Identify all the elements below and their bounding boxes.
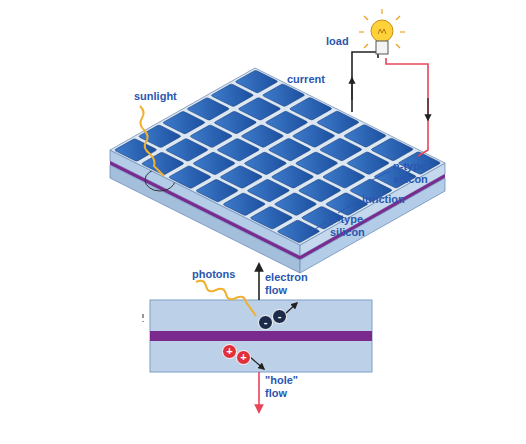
electron-motion-arrow <box>285 303 297 314</box>
layer-label: n-type silicon <box>393 160 445 186</box>
current-arrow <box>351 78 352 100</box>
layer-label: p-type silicon <box>330 213 382 239</box>
flow-label: electron flow <box>265 271 325 297</box>
sunlight-label: sunlight <box>134 90 177 103</box>
electron-symbol: - <box>272 309 287 324</box>
panel-top <box>110 68 445 245</box>
flow-label: "hole" flow <box>265 374 315 400</box>
solar-cells <box>114 70 441 243</box>
hole-flow-arrow <box>258 372 260 412</box>
light-bulb <box>359 9 405 54</box>
hole-symbol: + <box>236 350 251 365</box>
electron-symbol: - <box>258 315 273 330</box>
electron-flow-arrow <box>258 264 260 300</box>
current-arrow <box>427 98 428 120</box>
load-label: load <box>326 35 349 48</box>
photon-ray <box>196 281 256 316</box>
photons-label: photons <box>192 268 235 281</box>
wire-black <box>352 52 378 112</box>
cell-cross-section <box>143 300 372 372</box>
wire-red <box>386 58 428 156</box>
current-label: current <box>287 73 325 86</box>
layer-label: junction <box>362 193 405 206</box>
panel-sides <box>110 150 445 273</box>
sunlight-ray <box>140 106 164 176</box>
hole-motion-arrow <box>250 357 264 369</box>
hole-symbol: + <box>222 344 237 359</box>
